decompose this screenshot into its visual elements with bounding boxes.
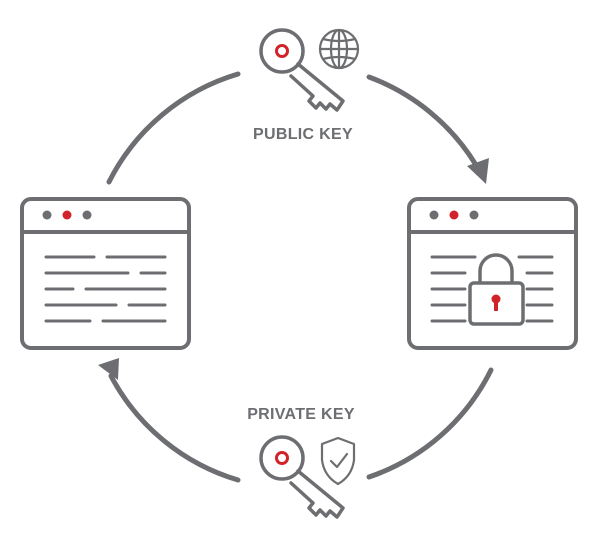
padlock-icon <box>468 253 525 326</box>
cycle-arrows <box>106 71 494 483</box>
text-lines-icon <box>430 255 554 323</box>
shield-check-icon <box>320 436 356 486</box>
arrow-left-icon <box>98 358 119 380</box>
arc-bottom-left <box>108 373 241 483</box>
arc-top-right <box>366 74 479 168</box>
arrow-right-icon <box>467 158 489 184</box>
key-icon <box>259 28 345 112</box>
browser-window-icon <box>407 197 578 350</box>
arc-top-left <box>106 71 241 185</box>
globe-icon <box>318 28 360 70</box>
arc-bottom-right <box>366 367 494 480</box>
key-icon <box>259 435 345 519</box>
text-lines-icon <box>44 255 167 323</box>
browser-window-icon <box>20 197 191 350</box>
private-key-label: PRIVATE KEY <box>247 406 355 423</box>
public-key-label: PUBLIC KEY <box>253 126 353 143</box>
